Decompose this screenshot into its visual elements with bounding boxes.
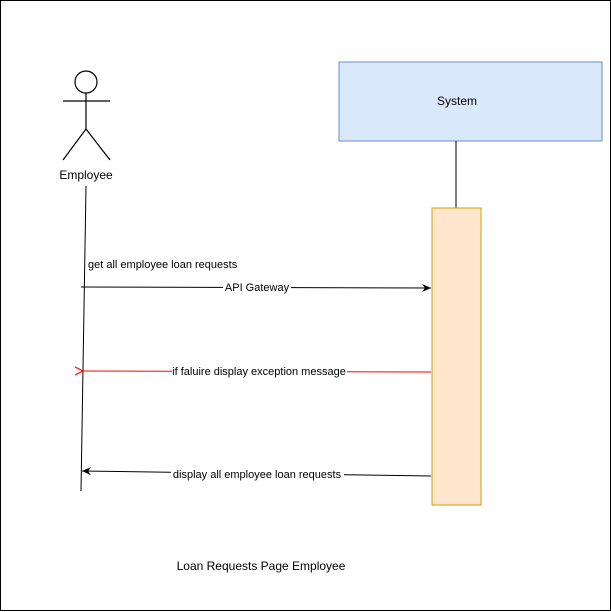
message-failure-label-bg [172, 364, 347, 378]
message-request-label: get all employee loan requests [88, 259, 238, 271]
diagram-caption: Loan Requests Page Employee [177, 559, 346, 573]
system-activation-bar [431, 207, 482, 506]
employee-actor-label: Employee [59, 168, 113, 182]
system-box [338, 61, 603, 142]
message-failure-label: if faluire display exception message [172, 366, 346, 378]
message-request-via-bg [223, 280, 291, 294]
employee-actor-icon [62, 70, 111, 161]
system-label: System [437, 94, 477, 108]
message-request-via-label: API Gateway [225, 282, 290, 294]
message-response-label-bg [171, 467, 344, 481]
employee-lifeline [80, 185, 87, 492]
message-response-label: display all employee loan requests [173, 469, 342, 481]
